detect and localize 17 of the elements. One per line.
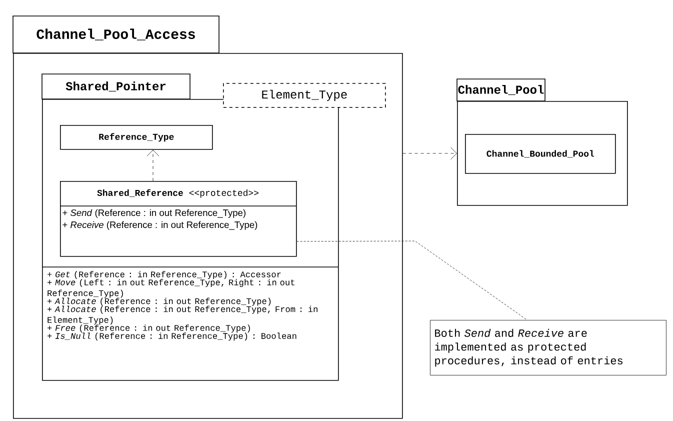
class-box: Reference_Type bbox=[60, 125, 213, 150]
operation-text: + Receive (Reference : in out Reference_Type) bbox=[62, 221, 258, 230]
arrow bbox=[146, 150, 160, 182]
template-parameter-box: Element_Type bbox=[223, 83, 386, 108]
operation-text: + Is_Null (Reference : in Reference_Type) : Boolean bbox=[47, 332, 296, 341]
node-label: Channel_Pool_Access bbox=[36, 28, 195, 40]
operation-text: + Free (Reference : in out Reference_Type) bbox=[47, 324, 250, 333]
operation-text: + Get (Reference : in Reference_Type) : Accessor bbox=[47, 271, 281, 280]
class-box: Channel_Bounded_Pool bbox=[465, 134, 616, 174]
arrow bbox=[402, 147, 457, 160]
operation-text: + Move (Left : in out Reference_Type, Right : in out Reference_Type) bbox=[47, 279, 294, 298]
note-box: Both Send and Receive are implemented as protected procedures, instead of entries bbox=[430, 320, 666, 376]
operation-text: + Allocate (Reference : in out Reference_Type, From : in Element_Type) bbox=[47, 306, 318, 325]
connector-line bbox=[296, 240, 528, 320]
operation-text: + Allocate (Reference : in out Reference_Type) bbox=[47, 298, 271, 306]
operation-text: + Send (Reference : in out Reference_Type) bbox=[62, 209, 246, 218]
node-label: Channel_Pool bbox=[458, 85, 544, 95]
